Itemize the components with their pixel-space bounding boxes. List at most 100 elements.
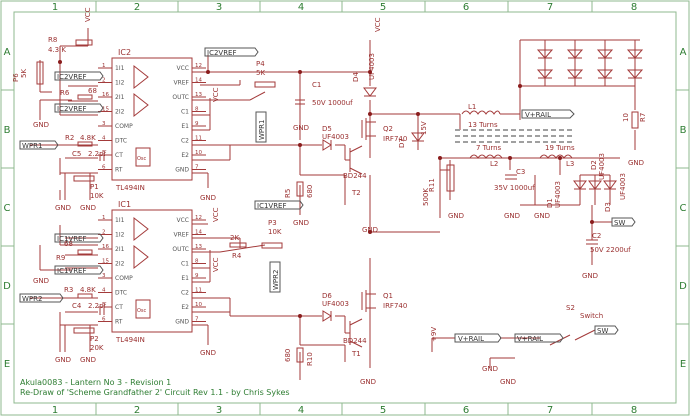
sw-net-c2: SW xyxy=(614,219,625,227)
r2-value: 4.8K xyxy=(80,134,96,142)
ic1-chip: IC1 TL494IN Osc1I111I222I1162I215COMP3DT… xyxy=(98,200,206,344)
frame-labels: 1 2 3 4 5 6 7 8 1 2 3 4 5 6 7 8 A B C D … xyxy=(3,2,687,416)
wpr1-tag-left xyxy=(19,140,59,150)
col-label-3-bottom: 3 xyxy=(216,405,222,416)
t2-value: BD244 xyxy=(343,172,367,180)
gnd-r7: GND xyxy=(628,159,644,167)
vcc-ic2-c: VCC xyxy=(212,87,220,102)
sw-net-switch: SW xyxy=(597,327,608,335)
ic1-label: IC1 xyxy=(118,200,131,209)
gnd-t1: GND xyxy=(360,378,376,386)
c5-body xyxy=(99,155,105,161)
q2-ref: Q2 xyxy=(383,125,393,133)
ic-pin-name: OUTC xyxy=(172,94,189,101)
l1-ref: L1 xyxy=(468,103,476,111)
ic-pin-number: 11 xyxy=(195,136,202,142)
ic-pin-name: 1I1 xyxy=(115,217,125,224)
r11-value: 500K xyxy=(422,188,430,206)
ic-pin-number: 15 xyxy=(102,259,109,265)
col-label-2: 2 xyxy=(134,2,140,13)
gnd-ic1: GND xyxy=(33,277,49,285)
r10-value: R10 xyxy=(306,352,314,366)
vcc-ic1-top: VCC xyxy=(212,207,220,222)
ic-pin-number: 13 xyxy=(195,244,202,250)
ic-pin-name: C1 xyxy=(181,109,189,116)
ic2-part: TL494IN xyxy=(115,184,145,192)
d1-symbol xyxy=(573,180,587,190)
p6-body xyxy=(36,61,44,85)
col-label-5-bottom: 5 xyxy=(380,405,386,416)
ic-pin-name: 1I2 xyxy=(115,80,125,87)
row-label-d: D xyxy=(3,281,11,292)
ic-pin-name: E1 xyxy=(181,275,189,282)
wpr2-tag-left xyxy=(19,293,64,303)
sw-tag-switch xyxy=(594,325,619,335)
ic2vref-net-b: IC2VREF xyxy=(57,105,87,113)
row-label-d-right: D xyxy=(679,281,687,292)
p4-body xyxy=(254,81,276,88)
c4-value: 2.2pf xyxy=(88,302,107,310)
l1-coil xyxy=(461,110,501,115)
ic1vref-tag-a xyxy=(54,233,104,243)
l3-value: 19 Turns xyxy=(545,144,575,152)
r6-value: 68 xyxy=(88,87,97,95)
vrail-net-top: V+RAIL xyxy=(525,111,551,119)
r10-ref: 680 xyxy=(284,349,292,362)
p1-body xyxy=(73,175,95,182)
gnd-p2-a: GND xyxy=(55,356,71,364)
d2-value: UF4003 xyxy=(598,153,606,180)
l2-value: 7 Turns xyxy=(476,144,502,152)
ic-pin-name: 1I1 xyxy=(115,65,125,72)
vrail-tag-bottom-a xyxy=(454,333,502,343)
ic-pin-number: 4 xyxy=(102,136,106,142)
r11-ref: R11 xyxy=(428,178,436,192)
ic1vref-net-a: IC1VREF xyxy=(57,235,87,243)
ic-pin-name: VREF xyxy=(173,232,189,239)
ic-pin-number: 5 xyxy=(102,302,106,308)
d7-symbol xyxy=(411,132,425,142)
col-label-5: 5 xyxy=(380,2,386,13)
led-8 xyxy=(626,69,644,79)
col-label-8-bottom: 8 xyxy=(631,405,637,416)
col-label-7: 7 xyxy=(547,2,553,13)
error-amp-symbol xyxy=(133,92,149,118)
net-labels: IC2VREF IC2VREF IC2VREF WPR1 WPR1 V+RAIL… xyxy=(22,49,625,343)
s2-value: Switch xyxy=(580,312,603,320)
ic-pin-name: C2 xyxy=(181,138,189,145)
ic-pin-name: 2I1 xyxy=(115,246,125,253)
ic2vref-tag-a xyxy=(54,71,104,81)
c5-ref: C5 xyxy=(72,150,81,158)
r2-body xyxy=(77,141,93,147)
ic-pin-number: 2 xyxy=(102,230,106,236)
wpr2-net-left: WPR2 xyxy=(22,295,42,303)
led-1 xyxy=(536,49,554,59)
col-label-7-bottom: 7 xyxy=(547,405,553,416)
ic-pin-number: 12 xyxy=(195,215,202,221)
vcc-d4: VCC xyxy=(374,17,382,32)
ic-pin-name: COMP xyxy=(115,275,133,282)
ic2-label: IC2 xyxy=(118,48,131,57)
c4-ref: C4 xyxy=(72,302,82,310)
ic-pin-name: GND xyxy=(175,167,189,174)
ic1vref-net-top: IC1VREF xyxy=(257,202,287,210)
ic-pin-name: 2I2 xyxy=(115,261,125,268)
ic-pin-number: 9 xyxy=(195,273,199,279)
r10-body xyxy=(296,347,304,363)
c1-body xyxy=(295,99,305,105)
c3-body xyxy=(505,174,517,180)
r7-value: 10 xyxy=(622,113,630,122)
ic-pin-name: E2 xyxy=(181,304,189,311)
d3-ref: D3 xyxy=(604,202,612,212)
d1-value: UF4003 xyxy=(554,181,562,208)
ic-pin-number: 10 xyxy=(195,302,202,308)
d6-value: UF4003 xyxy=(322,300,349,308)
gnd-t2: GND xyxy=(362,226,378,234)
wpr1-net-right: WPR1 xyxy=(258,120,266,140)
ic-pin-name: CT xyxy=(115,304,123,311)
col-label-1-bottom: 1 xyxy=(52,405,58,416)
ic-pin-name: VCC xyxy=(177,65,189,72)
row-label-b: B xyxy=(4,125,11,136)
ic-pin-number: 14 xyxy=(195,78,202,84)
wpr2-net-right: WPR2 xyxy=(272,270,280,290)
